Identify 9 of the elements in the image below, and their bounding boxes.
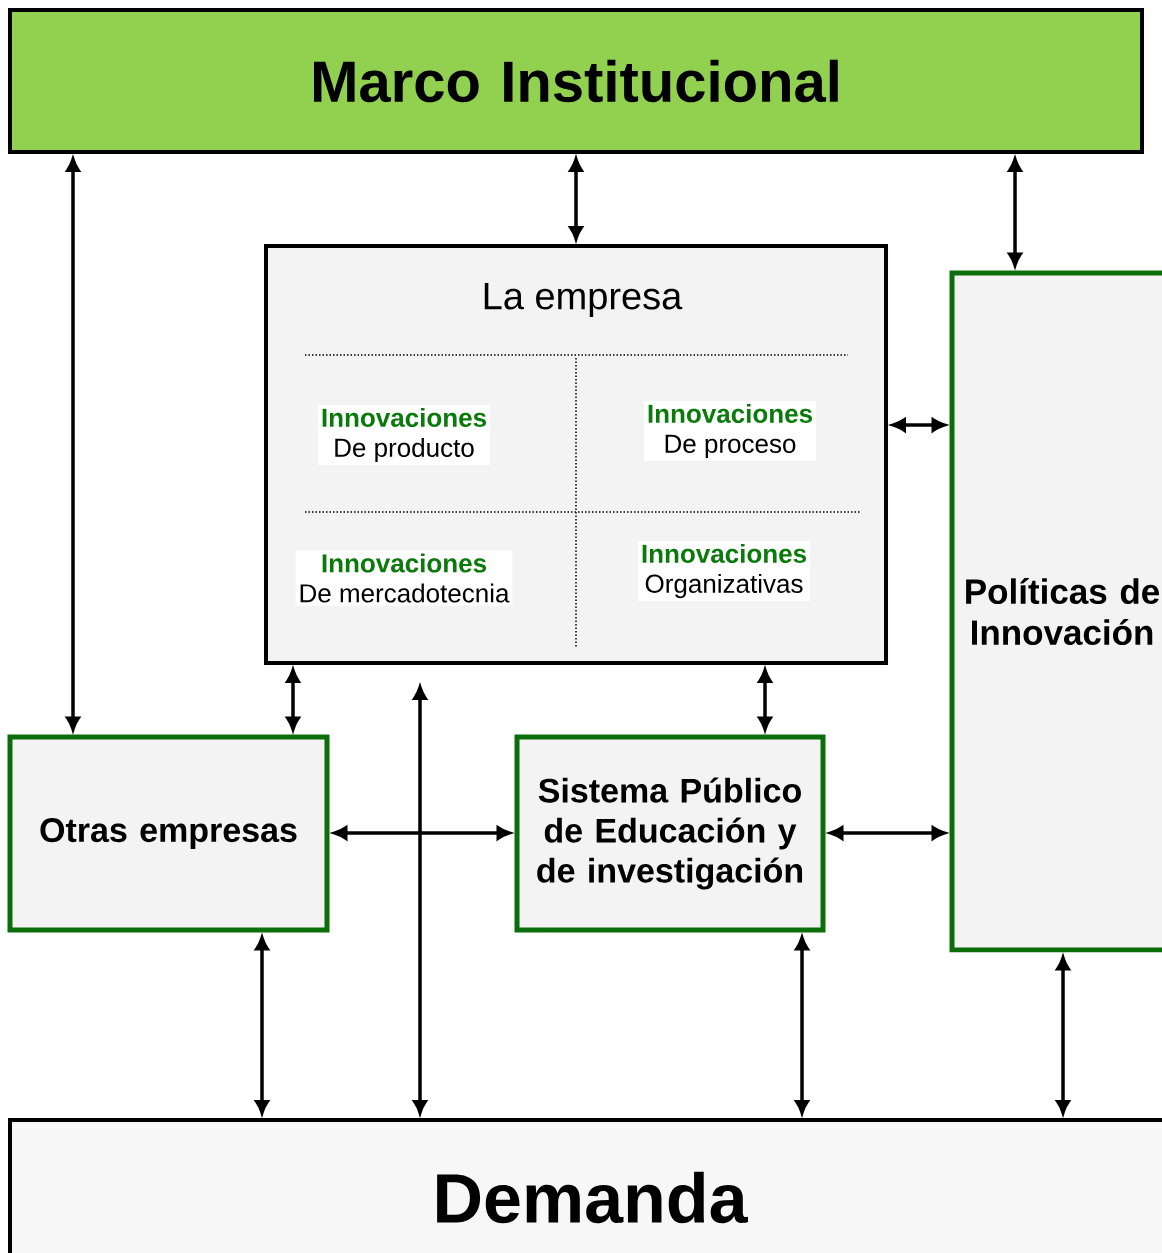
innovation-label: Innovaciones Organizativas xyxy=(637,540,811,602)
innovation-label: Innovaciones De producto xyxy=(317,404,491,466)
title-banner: Marco Institucional xyxy=(8,8,1144,154)
innovation-label: Innovaciones De proceso xyxy=(643,400,817,462)
policy-box: Políticas de Innovación xyxy=(949,270,1162,953)
process-box: Otras empresas xyxy=(7,734,330,933)
innovation-label: Innovaciones De mercadotecnia xyxy=(295,550,513,606)
process-box: Sistema Público de Educación y de investigación xyxy=(514,734,826,933)
demand-band: Demanda xyxy=(8,1118,1162,1253)
